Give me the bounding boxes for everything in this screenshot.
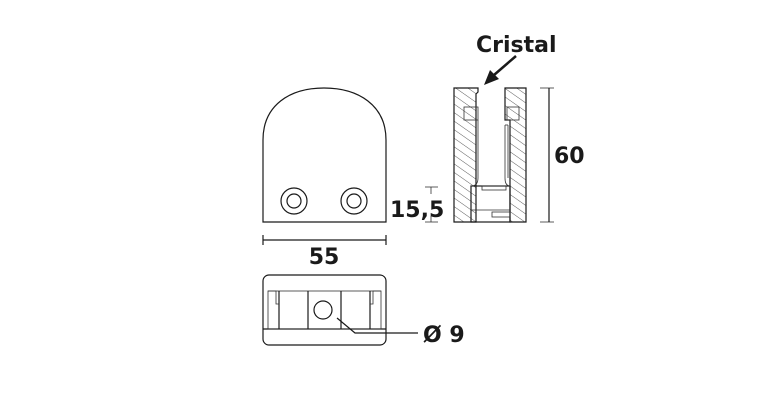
material-callout: Cristal	[476, 33, 557, 85]
mounting-hole-right	[340, 187, 368, 215]
height-dimension: 60	[540, 87, 585, 223]
mounting-hole-left	[280, 187, 308, 215]
arrow-icon	[484, 70, 499, 85]
height-label: 60	[554, 144, 585, 169]
side-section-view	[453, 87, 527, 223]
hole-offset-label: 15,5	[390, 198, 444, 223]
width-label: 55	[309, 245, 340, 270]
bottom-view: Ø 9	[262, 274, 465, 348]
width-dimension: 55	[262, 235, 387, 270]
hole-offset-dimension: 15,5	[390, 186, 444, 223]
front-outline	[262, 87, 387, 223]
hole-circle	[313, 300, 333, 320]
material-label: Cristal	[476, 33, 557, 58]
hole-diameter-label: Ø 9	[423, 323, 465, 348]
front-view	[262, 87, 387, 223]
bottom-outline	[262, 274, 387, 346]
